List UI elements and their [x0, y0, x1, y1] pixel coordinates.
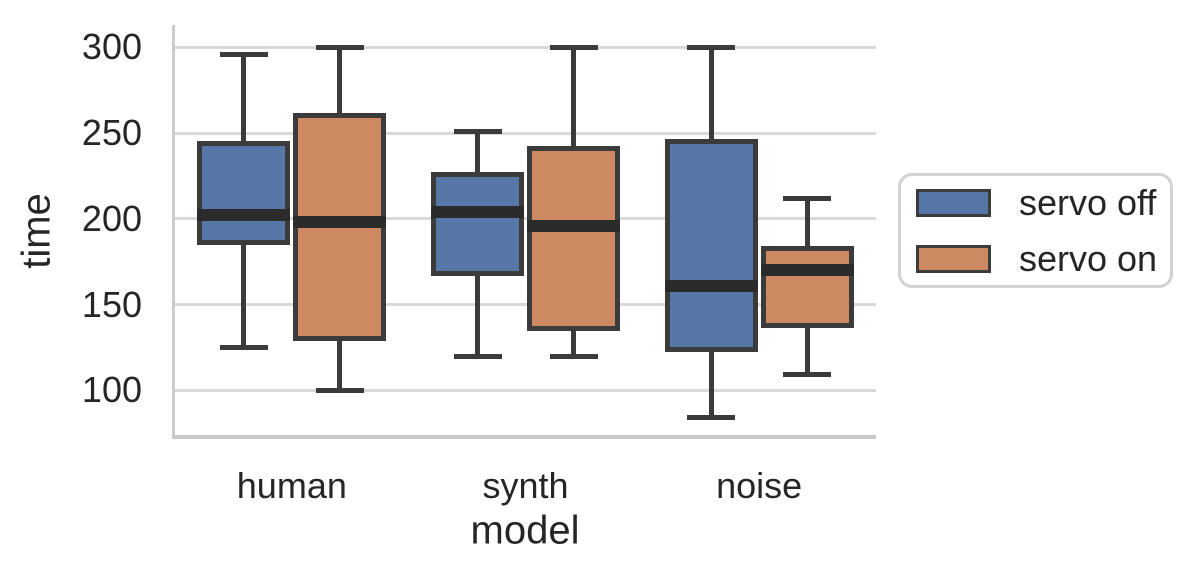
whisker-lower-servo-off-synth: [475, 273, 480, 357]
whisker-cap-max-servo-off-synth: [453, 128, 502, 134]
y-tick-label-250: 250: [81, 112, 142, 154]
gridline-150: [175, 303, 876, 307]
servo-on-swatch: [916, 244, 991, 273]
whisker-cap-min-servo-off-synth: [453, 353, 502, 359]
whisker-cap-max-servo-on-noise: [783, 195, 832, 201]
box-servo-on-noise: [760, 245, 854, 328]
whisker-lower-servo-on-human: [337, 338, 343, 391]
x-tick-label-synth: synth: [482, 465, 569, 506]
whisker-upper-servo-off-synth: [475, 131, 480, 175]
y-tick-label-300: 300: [81, 26, 142, 68]
gridline-300: [175, 45, 876, 49]
legend-entry-servo-off: servo off: [916, 181, 1157, 223]
whisker-cap-max-servo-on-human: [315, 44, 364, 50]
gridline-200: [175, 217, 876, 221]
whisker-lower-servo-on-synth: [571, 328, 576, 357]
whisker-cap-min-servo-on-noise: [783, 372, 832, 378]
y-tick-label-150: 150: [81, 283, 142, 325]
median-servo-on-human: [293, 216, 387, 229]
whisker-upper-servo-on-noise: [804, 198, 810, 248]
x-tick-label-noise: noise: [716, 465, 803, 506]
whisker-lower-servo-on-noise: [804, 325, 810, 375]
x-tick-label-human: human: [236, 465, 347, 506]
box-servo-off-human: [197, 140, 291, 246]
servo-off-swatch: [916, 188, 991, 217]
whisker-upper-servo-off-noise: [708, 47, 714, 142]
bottom-spine: [172, 435, 876, 439]
gridline-250: [175, 131, 876, 135]
x-axis-label: model: [470, 508, 580, 553]
legend-label-servo-on: servo on: [1019, 237, 1158, 279]
legend-label-servo-off: servo off: [1019, 181, 1157, 223]
median-servo-off-noise: [664, 279, 758, 292]
y-tick-label-100: 100: [81, 369, 142, 411]
whisker-cap-min-servo-off-noise: [687, 415, 736, 421]
median-servo-on-noise: [760, 264, 854, 277]
whisker-cap-max-servo-off-human: [219, 51, 268, 57]
whisker-cap-min-servo-on-human: [315, 387, 364, 393]
whisker-cap-max-servo-on-synth: [549, 44, 598, 50]
whisker-lower-servo-off-human: [241, 242, 247, 348]
legend-entry-servo-on: servo on: [916, 237, 1158, 279]
whisker-cap-min-servo-on-synth: [549, 353, 598, 359]
box-servo-off-noise: [664, 139, 758, 352]
box-servo-off-synth: [431, 171, 524, 277]
whisker-upper-servo-off-human: [241, 54, 247, 144]
whisker-cap-max-servo-off-noise: [687, 44, 736, 50]
y-tick-label-200: 200: [81, 197, 142, 239]
median-servo-off-human: [197, 209, 291, 222]
gridline-100: [175, 388, 876, 392]
whisker-lower-servo-off-noise: [708, 349, 714, 418]
legend: servo off servo on: [898, 173, 1173, 288]
whisker-upper-servo-on-synth: [571, 47, 576, 149]
box-servo-on-synth: [527, 146, 620, 332]
left-spine: [172, 25, 175, 438]
median-servo-off-synth: [431, 205, 524, 218]
whisker-cap-min-servo-off-human: [219, 345, 268, 350]
median-servo-on-synth: [527, 219, 620, 232]
whisker-upper-servo-on-human: [337, 47, 343, 116]
